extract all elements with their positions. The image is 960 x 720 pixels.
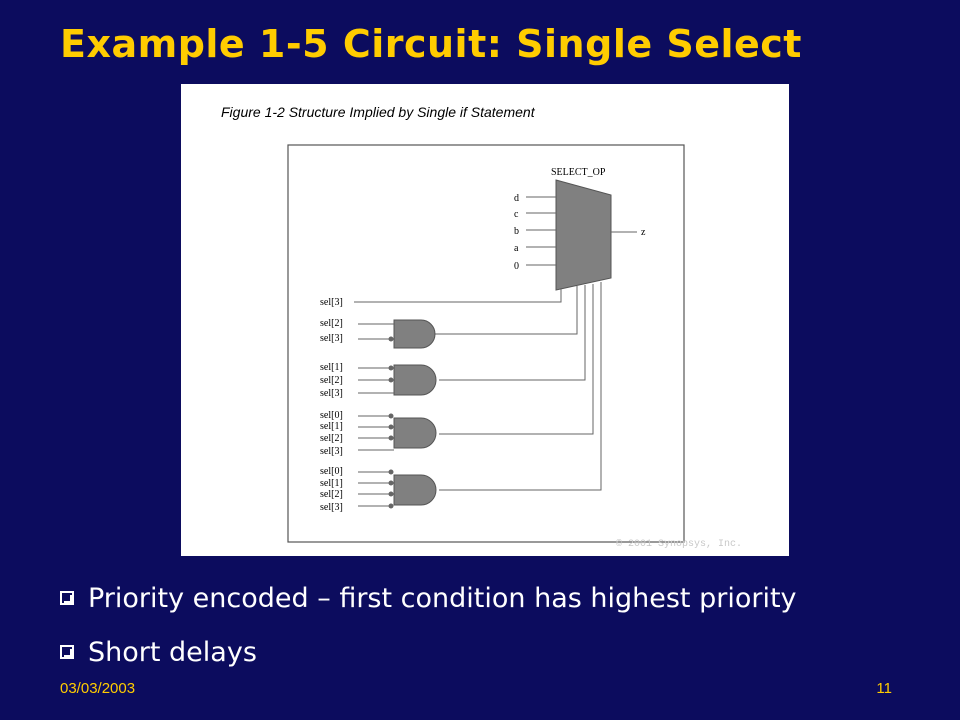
figure-caption: Figure 1-2 Structure Implied by Single i… xyxy=(221,104,536,120)
svg-text:sel[1]: sel[1] xyxy=(320,478,343,489)
figure-frame xyxy=(287,144,685,543)
footer-date: 03/03/2003 xyxy=(60,680,136,697)
svg-text:sel[2]: sel[2] xyxy=(320,433,343,444)
select-op-mux xyxy=(555,179,612,291)
svg-text:sel[3]: sel[3] xyxy=(320,502,343,513)
mux-output-z: z xyxy=(641,227,646,238)
and-gate-2: sel[1] sel[2] sel[3] xyxy=(320,362,437,399)
svg-text:sel[2]: sel[2] xyxy=(320,489,343,500)
mux-label: SELECT_OP xyxy=(551,167,606,178)
copyright-watermark: © 2001 Synopsys, Inc. xyxy=(616,538,742,550)
circuit-figure: Figure 1-2 Structure Implied by Single i… xyxy=(181,84,789,556)
page-number: 11 xyxy=(876,680,892,697)
svg-text:sel[3]: sel[3] xyxy=(320,388,343,399)
svg-text:sel[2]: sel[2] xyxy=(320,375,343,386)
mux-input-0: 0 xyxy=(514,261,519,272)
and-gate-1: sel[2] sel[3] xyxy=(320,318,436,349)
mux-input-d: d xyxy=(514,193,519,204)
mux-input-a: a xyxy=(514,243,519,254)
svg-text:sel[0]: sel[0] xyxy=(320,466,343,477)
bullet-list: Priority encoded – first condition has h… xyxy=(60,578,797,688)
circuit-diagram: Figure 1-2 Structure Implied by Single i… xyxy=(221,104,742,550)
bullet-item: Priority encoded – first condition has h… xyxy=(60,578,797,618)
bullet-item: Short delays xyxy=(60,632,797,672)
svg-text:sel[1]: sel[1] xyxy=(320,421,343,432)
and-gate-4: sel[0] sel[1] sel[2] sel[3] xyxy=(320,466,437,513)
mux-input-b: b xyxy=(514,226,519,237)
svg-text:sel[0]: sel[0] xyxy=(320,410,343,421)
sel3-top-label: sel[3] xyxy=(320,297,343,308)
and-gate-3: sel[0] sel[1] sel[2] sel[3] xyxy=(320,410,437,457)
mux-input-c: c xyxy=(514,209,519,220)
slide-title: Example 1-5 Circuit: Single Select xyxy=(60,22,802,66)
svg-text:sel[3]: sel[3] xyxy=(320,446,343,457)
checkbox-bullet-icon xyxy=(60,645,74,659)
svg-text:sel[3]: sel[3] xyxy=(320,333,343,344)
svg-text:sel[2]: sel[2] xyxy=(320,318,343,329)
svg-text:sel[1]: sel[1] xyxy=(320,362,343,373)
checkbox-bullet-icon xyxy=(60,591,74,605)
